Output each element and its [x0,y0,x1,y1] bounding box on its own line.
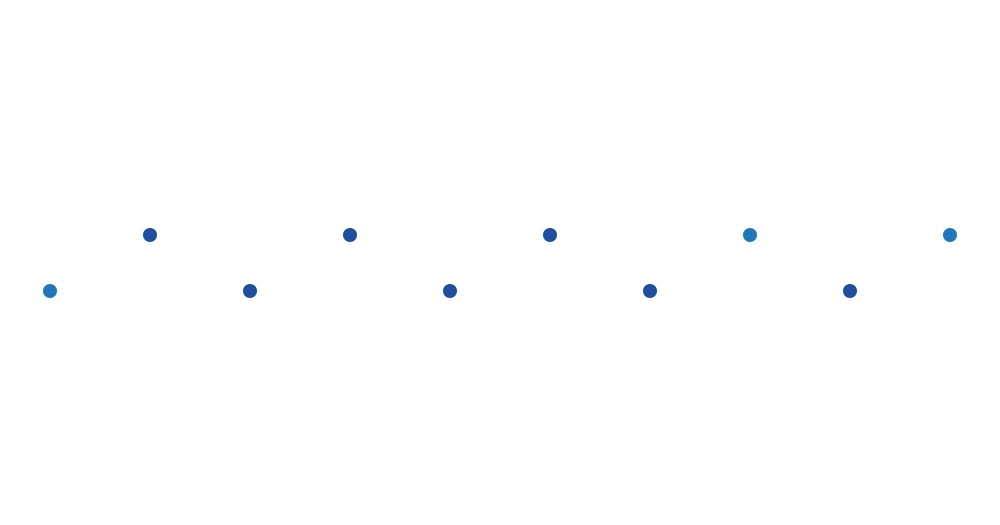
dots-group [43,228,957,298]
dot-upper-5 [543,228,557,242]
dot-lower-6 [643,284,657,298]
dot-lower-0 [43,284,57,298]
dot-upper-1 [143,228,157,242]
dot-lower-4 [443,284,457,298]
dot-lower-2 [243,284,257,298]
dot-lower-8 [843,284,857,298]
dot-upper-7 [743,228,757,242]
dot-upper-3 [343,228,357,242]
dot-upper-9 [943,228,957,242]
